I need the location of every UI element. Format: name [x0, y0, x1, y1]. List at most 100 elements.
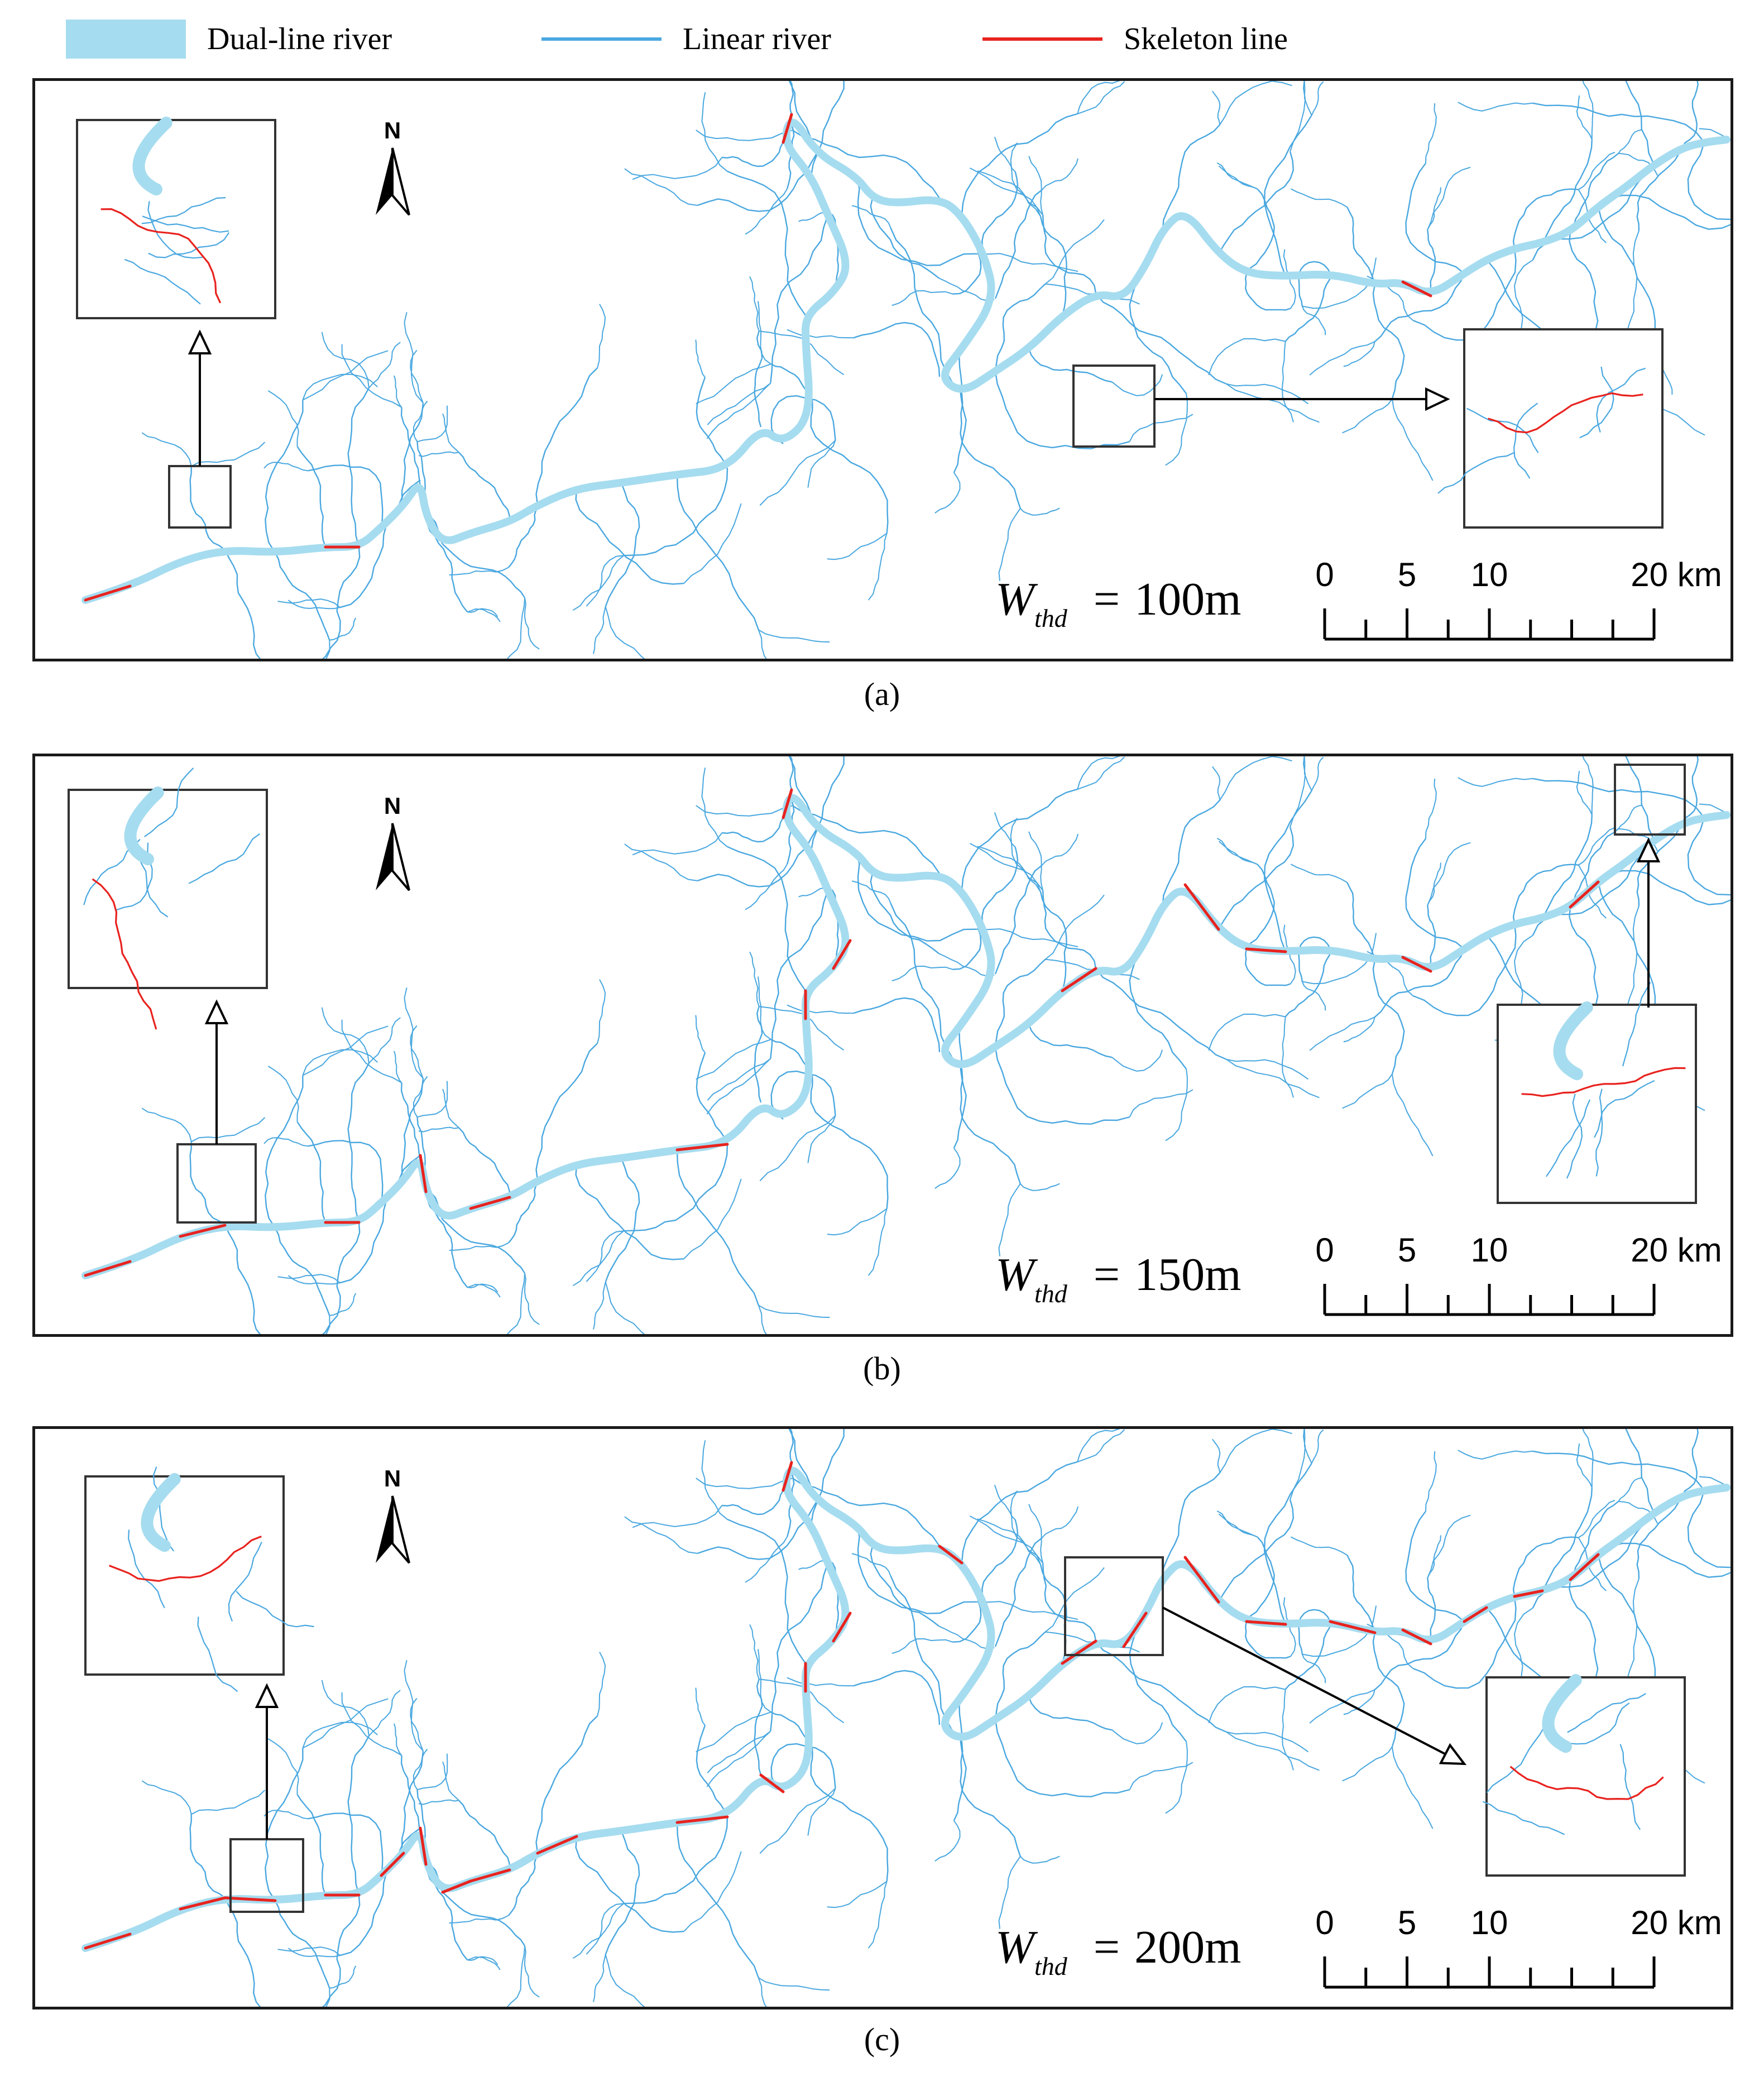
linear-river: [277, 1946, 341, 1956]
linear-river: [1486, 1726, 1545, 1793]
linear-river: [296, 1794, 327, 1896]
linear-river: [1625, 81, 1655, 165]
skeleton-lines: [84, 788, 1600, 1277]
linear-river: [976, 253, 1078, 272]
linear-river: [339, 1828, 421, 1956]
linear-river: [147, 201, 203, 259]
linear-river: [976, 1601, 1078, 1620]
linear-river: [789, 1429, 794, 1463]
linear-river: [976, 928, 1078, 948]
linear-river: [442, 544, 526, 598]
linear-river: [745, 188, 788, 235]
skeleton-line: [380, 1852, 405, 1877]
linear-river: [274, 1227, 330, 1316]
linear-river: [287, 599, 341, 610]
linear-river: [1618, 1477, 1642, 1502]
linear-river: [867, 1208, 888, 1276]
linear-river: [508, 505, 539, 568]
linear-river: [322, 1894, 361, 2007]
linear-river: [506, 598, 526, 659]
linear-river: [347, 1063, 370, 1223]
linear-river: [1699, 128, 1731, 141]
zoom-inset: [1497, 1004, 1697, 1204]
linear-river: [141, 1780, 192, 1815]
linear-river: [1427, 187, 1441, 231]
linear-river: [393, 1723, 402, 1756]
threshold-value: 150m: [1134, 1249, 1241, 1301]
linear-river: [1374, 948, 1465, 1018]
linear-river: [1283, 1597, 1296, 1657]
linear-river: [792, 129, 940, 199]
linear-river: [1458, 777, 1533, 787]
linear-river: [953, 1024, 967, 1149]
linear-river: [807, 1115, 836, 1163]
legend-item-dual-line-river: Dual-line river: [66, 17, 392, 61]
linear-river: [1042, 890, 1097, 969]
skeleton-line: [1401, 1628, 1432, 1646]
linear-river: [695, 339, 706, 378]
skeleton-line: [469, 1196, 511, 1210]
dual-line-river: [1542, 1674, 1582, 1753]
linear-river: [770, 1743, 836, 1792]
linear-river: [998, 1856, 1021, 1929]
linear-river: [442, 1761, 459, 1801]
linear-river: [236, 1590, 314, 1628]
scale-label: 0: [1315, 1231, 1334, 1269]
linear-river: [1482, 1801, 1565, 1835]
linear-river: [265, 400, 304, 553]
linear-river: [524, 1945, 540, 1998]
skeleton-lines: [84, 1461, 1600, 1950]
linear-river: [696, 1039, 771, 1080]
linear-river: [1342, 1746, 1393, 1782]
linear-river: [1636, 147, 1683, 231]
scale-label: 10: [1470, 1231, 1508, 1269]
linear-river: [855, 1523, 977, 1614]
linear-river: [321, 332, 370, 388]
zoom-arrow-icon: [188, 329, 212, 354]
linear-river: [1405, 1510, 1465, 1622]
linear-river: [148, 232, 230, 258]
linear-river: [1687, 1490, 1731, 1569]
linear-river: [1219, 756, 1292, 800]
scale-label: 0: [1315, 556, 1334, 593]
linear-river: [1244, 273, 1291, 311]
linear-river: [701, 1440, 728, 1520]
skeleton-line: [1513, 1589, 1544, 1598]
dual-line-river: [82, 1466, 1731, 1952]
skeleton-line: [782, 113, 793, 144]
linear-river: [792, 1478, 940, 1547]
linear-river: [1162, 124, 1221, 229]
linear-river: [696, 1052, 728, 1145]
scale-label: 5: [1397, 1904, 1417, 1941]
linear-river: [141, 197, 226, 224]
linear-river: [1541, 139, 1593, 243]
linear-river: [458, 1800, 511, 1870]
linear-river: [891, 965, 953, 982]
linear-river: [401, 1750, 424, 1854]
linear-river: [770, 1711, 813, 1764]
skeleton-line: [1463, 1606, 1488, 1623]
linear-river: [1412, 248, 1517, 341]
linear-river: [1309, 1016, 1375, 1051]
legend-item-skeleton-line: Skeleton line: [982, 17, 1288, 61]
linear-river: [632, 157, 723, 180]
linear-river: [141, 432, 192, 467]
linear-river: [605, 1830, 640, 1955]
linear-river: [624, 1144, 728, 1232]
linear-river: [1129, 1762, 1193, 1790]
linear-river: [1226, 383, 1320, 423]
linear-river: [1579, 366, 1614, 439]
linear-river: [277, 1274, 341, 1283]
linear-river: [274, 1900, 330, 1989]
linear-river: [1512, 864, 1579, 924]
skeleton-line: [1122, 1611, 1148, 1648]
linear-river: [632, 1505, 723, 1528]
threshold-equals: =: [1093, 1921, 1120, 1973]
river-network-map: [82, 1429, 1731, 2007]
linear-river: [1028, 1024, 1113, 1058]
linear-river: [759, 1787, 836, 1854]
linear-river: [1681, 1429, 1699, 1497]
linear-river: [1619, 1744, 1641, 1830]
linear-river: [413, 400, 428, 442]
